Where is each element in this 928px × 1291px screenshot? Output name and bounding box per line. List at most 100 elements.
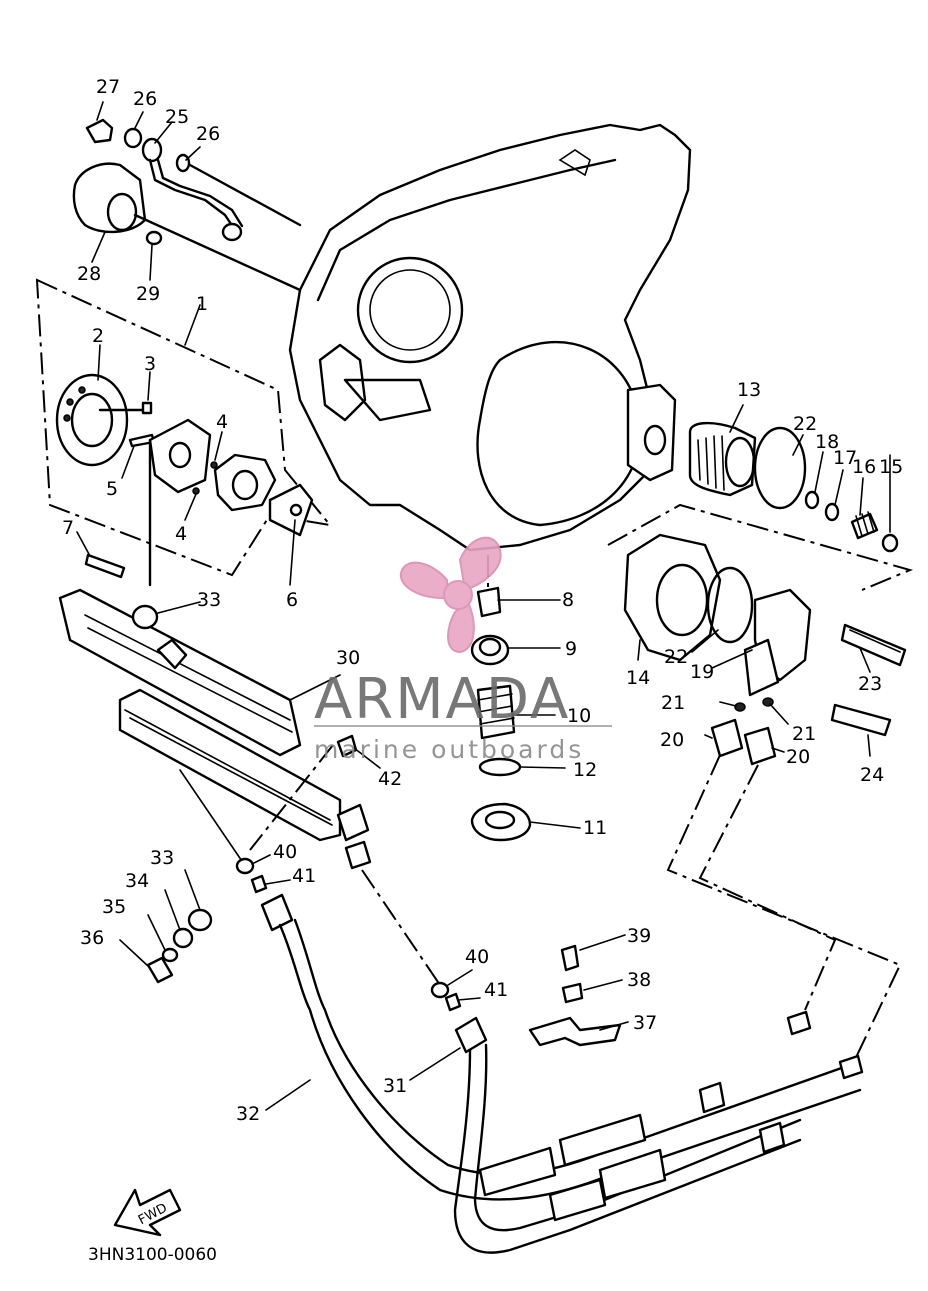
callout-28: 28 — [77, 263, 101, 285]
crankcase-cover — [288, 123, 692, 552]
forward-direction-arrow: FWD — [113, 1188, 182, 1237]
callout-27: 27 — [96, 76, 120, 98]
bolt-23 — [840, 623, 907, 667]
callout-34: 34 — [125, 870, 149, 892]
callout-31: 31 — [383, 1075, 407, 1097]
o-ring-40b — [430, 981, 450, 999]
pump-cover — [148, 418, 212, 494]
callout-33: 33 — [197, 589, 221, 611]
propeller-logo-icon — [399, 536, 502, 654]
callout-29: 29 — [136, 283, 160, 305]
washer-26b — [175, 153, 191, 173]
cooler-mounting-parts — [146, 857, 462, 1012]
bolt-27 — [85, 118, 114, 144]
clip-21a — [734, 702, 746, 712]
callout-24: 24 — [860, 764, 884, 786]
grommet-33a — [131, 604, 159, 630]
watermark: ARMADA marine outboards — [314, 536, 612, 764]
callout-23: 23 — [858, 673, 882, 695]
pin-4b — [192, 487, 200, 495]
callout-13: 13 — [737, 379, 761, 401]
callout-5: 5 — [106, 478, 118, 500]
callout-26: 26 — [133, 88, 157, 110]
collar-41a — [250, 874, 268, 894]
callout-35: 35 — [102, 896, 126, 918]
gear-2 — [55, 373, 129, 467]
bolt-39 — [560, 944, 580, 972]
hose-fitting-32 — [260, 893, 294, 932]
callout-numbers: 27 26 25 26 28 29 1 2 3 4 4 5 6 7 13 22 … — [62, 76, 903, 1125]
callout-26: 26 — [196, 123, 220, 145]
fitting-20a — [710, 718, 744, 758]
callout-12: 12 — [573, 759, 597, 781]
callout-6: 6 — [286, 589, 298, 611]
callout-21: 21 — [661, 692, 685, 714]
callout-11: 11 — [583, 817, 607, 839]
fitting-20b — [743, 726, 777, 766]
o-ring-22b — [706, 566, 754, 644]
callout-25: 25 — [165, 106, 189, 128]
hose-fitting-31 — [454, 1016, 488, 1054]
callout-41: 41 — [484, 979, 508, 1001]
callout-2: 2 — [92, 325, 104, 347]
bolt-36 — [146, 956, 174, 984]
callout-19: 19 — [690, 661, 714, 683]
callout-14: 14 — [626, 667, 650, 689]
callout-20: 20 — [786, 746, 810, 768]
o-ring-29 — [145, 230, 163, 246]
cap-15 — [881, 533, 899, 553]
callout-40: 40 — [273, 841, 297, 863]
callout-33: 33 — [150, 847, 174, 869]
callout-10: 10 — [567, 705, 591, 727]
leader-lines — [76, 101, 891, 1111]
callout-18: 18 — [815, 431, 839, 453]
collar-34 — [172, 927, 194, 949]
callout-41: 41 — [292, 865, 316, 887]
gasket-cover — [626, 383, 677, 482]
callout-20: 20 — [660, 729, 684, 751]
union-25 — [141, 137, 163, 163]
callout-16: 16 — [852, 456, 876, 478]
cooler-core-30 — [58, 588, 302, 757]
cap-11 — [470, 802, 532, 842]
oil-pump-assembly — [35, 278, 333, 587]
callout-1: 1 — [196, 293, 208, 315]
callout-22: 22 — [793, 413, 817, 435]
collar-41b — [444, 992, 462, 1012]
callout-8: 8 — [562, 589, 574, 611]
pipe-8 — [476, 586, 502, 618]
pin-3 — [141, 401, 153, 415]
callout-4: 4 — [216, 411, 228, 433]
callout-7: 7 — [62, 517, 74, 539]
water-pump-assembly — [607, 503, 914, 1071]
watermark-tagline: marine outboards — [314, 735, 584, 764]
callout-37: 37 — [633, 1012, 657, 1034]
callout-39: 39 — [627, 925, 651, 947]
oil-filter-assembly — [626, 383, 899, 553]
drawing-code: 3HN3100-0060 — [88, 1245, 217, 1265]
washer-26a — [123, 127, 143, 149]
oil-cooler-assembly — [58, 588, 441, 986]
callout-3: 3 — [144, 353, 156, 375]
bolt-24 — [830, 703, 892, 737]
pin-4a — [210, 461, 218, 469]
callout-36: 36 — [80, 927, 104, 949]
collar-38 — [561, 982, 584, 1004]
o-ring-22a — [753, 426, 807, 510]
o-ring-40a — [235, 857, 255, 875]
callout-9: 9 — [565, 638, 577, 660]
callout-21: 21 — [792, 723, 816, 745]
washer-18 — [804, 490, 820, 510]
washer-17 — [824, 502, 840, 522]
washer-35 — [161, 947, 179, 963]
callout-42: 42 — [378, 768, 402, 790]
oil-hoses — [260, 893, 864, 1254]
clamp-37 — [528, 1016, 622, 1047]
pump-body — [213, 453, 277, 512]
callout-15: 15 — [879, 456, 903, 478]
callout-40: 40 — [465, 946, 489, 968]
bolt-7 — [84, 553, 126, 579]
callout-4: 4 — [175, 523, 187, 545]
callout-30: 30 — [336, 647, 360, 669]
